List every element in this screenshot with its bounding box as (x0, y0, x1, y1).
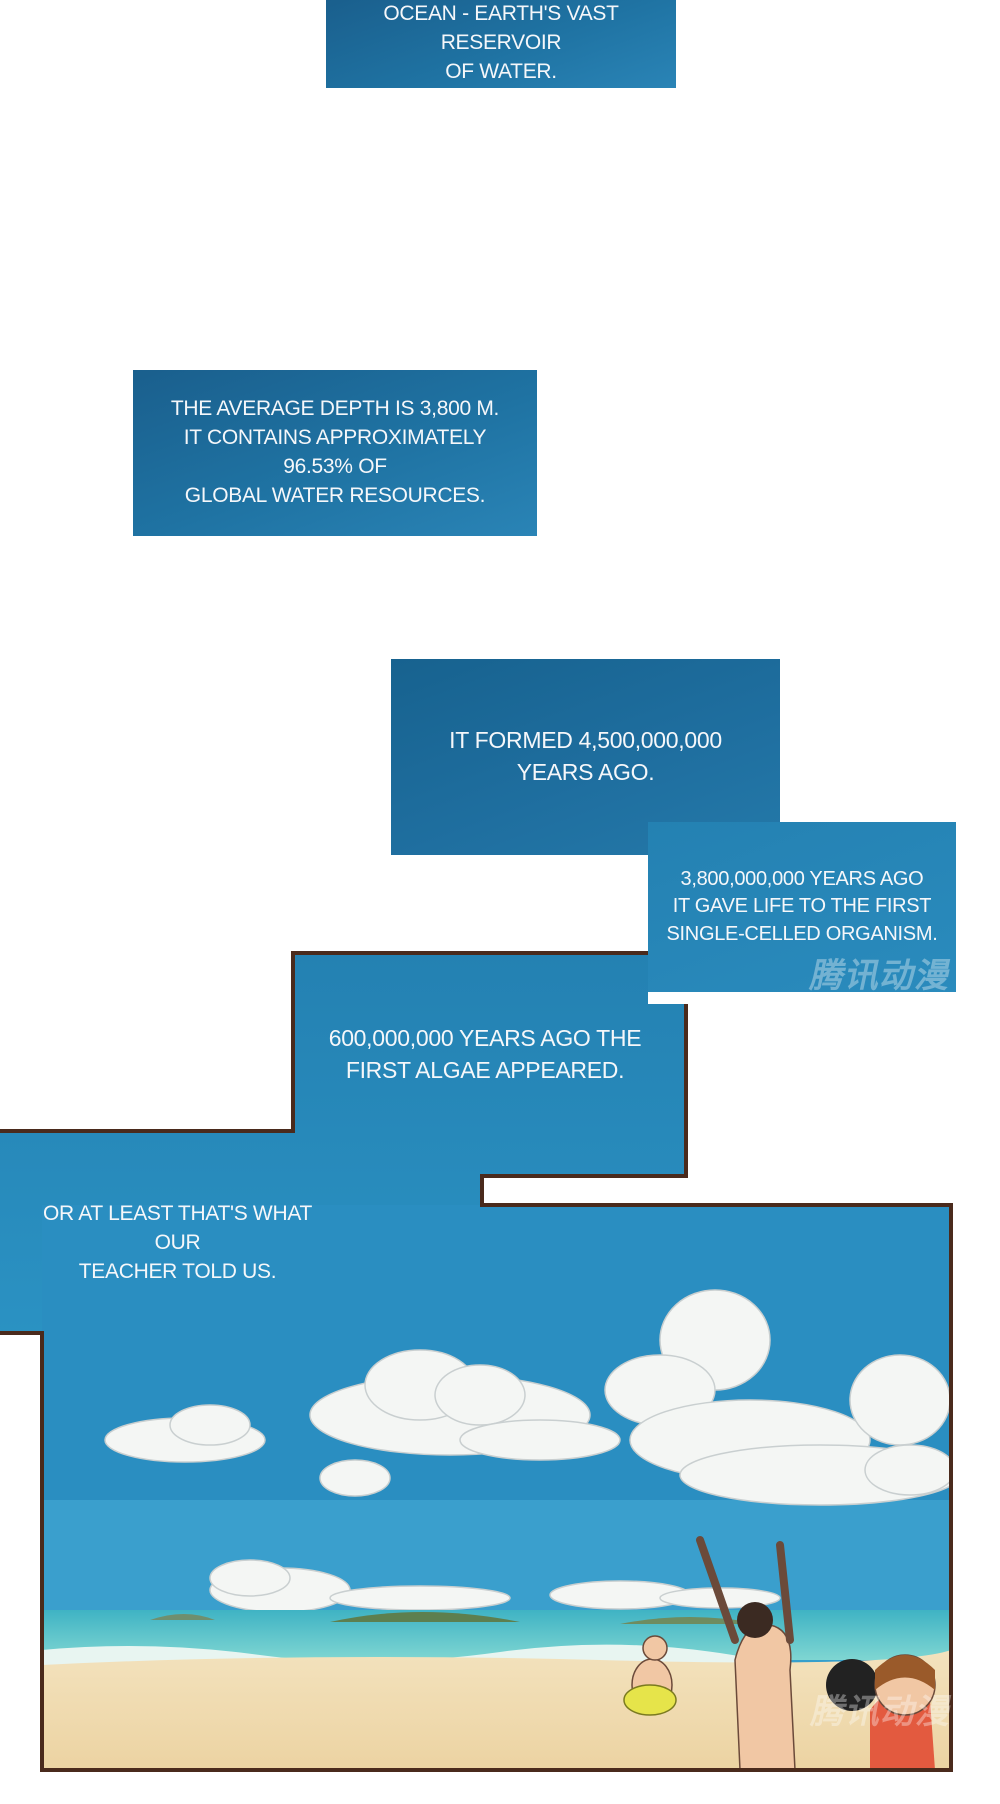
caption-line: OR AT LEAST THAT'S WHAT OUR (43, 1202, 312, 1254)
caption-line: IT CONTAINS APPROXIMATELY 96.53% OF (183, 426, 487, 478)
caption-line: 600,000,000 YEARS AGO THE (328, 1025, 642, 1051)
caption-line: OF WATER. (445, 59, 557, 83)
caption-line: 3,800,000,000 YEARS AGO (680, 867, 924, 890)
caption-single-celled: 3,800,000,000 YEARS AGO IT GAVE LIFE TO … (648, 822, 956, 992)
caption-line: IT FORMED 4,500,000,000 (449, 727, 722, 754)
caption-line: SINGLE-CELLED ORGANISM. (666, 922, 938, 945)
caption-line: THE AVERAGE DEPTH IS 3,800 M. (170, 397, 500, 421)
caption-line: GLOBAL WATER RESOURCES. (184, 483, 486, 507)
caption-line: TEACHER TOLD US. (78, 1259, 277, 1283)
beach-figures (623, 1536, 936, 1770)
publisher-watermark: 腾讯动漫 (808, 1692, 957, 1732)
caption-first-algae: 600,000,000 YEARS AGO THE FIRST ALGAE AP… (320, 1023, 650, 1086)
caption-line: IT GAVE LIFE TO THE FIRST (672, 895, 932, 918)
caption-line: FIRST ALGAE APPEARED. (345, 1056, 625, 1083)
caption-teacher-told: OR AT LEAST THAT'S WHAT OUR TEACHER TOLD… (30, 1200, 325, 1287)
caption-average-depth: THE AVERAGE DEPTH IS 3,800 M. IT CONTAIN… (133, 370, 537, 536)
publisher-watermark: 腾讯动漫 (807, 956, 956, 996)
caption-ocean-reservoir: OCEAN - EARTH'S VAST RESERVOIR OF WATER. (326, 0, 676, 88)
caption-line: OCEAN - EARTH'S VAST RESERVOIR (383, 2, 619, 54)
caption-line: YEARS AGO. (516, 759, 655, 785)
